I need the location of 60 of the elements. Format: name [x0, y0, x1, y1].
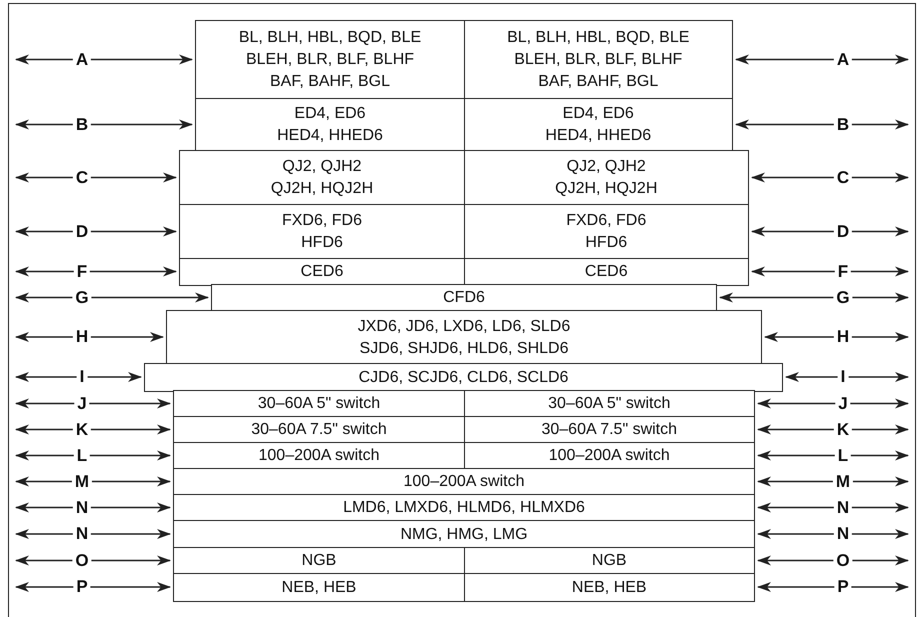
part-codes: 100–200A switch [548, 446, 670, 466]
part-codes: NGB [302, 551, 336, 571]
table-cell [179, 258, 465, 286]
part-codes: FXD6, FD6 HFD6 [280, 211, 363, 253]
table-cell [144, 363, 783, 392]
table-cell [211, 284, 717, 312]
table-cell [464, 204, 749, 260]
table-cell [464, 20, 733, 100]
part-codes: QJ2, QJH2 QJ2H, HQJ2H [554, 157, 658, 199]
part-codes: LMD6, LMXD6, HLMD6, HLMXD6 [343, 498, 585, 518]
table-cell [173, 390, 465, 418]
part-codes: CED6 [584, 262, 628, 282]
row-letter: J [835, 394, 851, 412]
part-codes: CFD6 [443, 288, 485, 308]
row-letter: G [72, 288, 92, 306]
part-codes: 30–60A 7.5" switch [251, 420, 387, 440]
table-cell [464, 98, 733, 152]
part-codes: NGB [592, 551, 627, 571]
table-cell [179, 150, 465, 206]
row-letter: C [834, 168, 852, 186]
table-cell [195, 98, 465, 152]
table-cell [173, 442, 465, 470]
table-cell [173, 468, 755, 496]
row-letter: C [72, 168, 92, 186]
row-letter: O [833, 552, 853, 570]
table-cell [464, 416, 755, 444]
part-codes: 30–60A 5" switch [258, 394, 380, 414]
table-cell [173, 416, 465, 444]
part-codes: ED4, ED6 HED4, HHED6 [544, 104, 652, 146]
part-codes: NMG, HMG, LMG [400, 524, 528, 544]
row-letter: J [74, 394, 90, 412]
table-cell [173, 520, 755, 549]
table-cell [464, 573, 755, 602]
part-codes: NEB, HEB [572, 578, 647, 598]
part-codes: ED4, ED6 HED4, HHED6 [276, 104, 384, 146]
table-cell [166, 310, 762, 365]
table-cell [464, 442, 755, 470]
part-codes: BL, BLH, HBL, BQD, BLE BLEH, BLR, BLF, BLHF BAF, BAHF, BGL [506, 28, 690, 92]
part-codes: QJ2, QJH2 QJ2H, HQJ2H [270, 157, 374, 199]
table-cell [464, 150, 749, 206]
row-letter: O [72, 552, 92, 570]
table-cell [195, 20, 465, 100]
table-cell [464, 390, 755, 418]
part-codes: CED6 [300, 262, 344, 282]
table-cell [173, 547, 465, 575]
table-cell [464, 258, 749, 286]
part-codes: NEB, HEB [282, 578, 356, 598]
part-codes: CJD6, SCJD6, CLD6, SCLD6 [358, 368, 568, 388]
table-cell [464, 547, 755, 575]
part-codes: 30–60A 5" switch [548, 394, 670, 414]
table-cell [173, 494, 755, 522]
part-codes: 100–200A switch [404, 472, 524, 492]
part-codes: JXD6, JD6, LXD6, LD6, SLD6 SJD6, SHJD6, HLD6, SHLD6 [356, 316, 572, 358]
row-letter: G [833, 288, 853, 306]
table-cell [179, 204, 465, 260]
part-codes: FXD6, FD6 HFD6 [565, 211, 648, 253]
part-codes: 100–200A switch [258, 446, 380, 466]
part-codes: 30–60A 7.5" switch [541, 420, 678, 440]
table-cell [173, 573, 465, 602]
part-codes: BL, BLH, HBL, BQD, BLE BLEH, BLR, BLF, BLHF BAF, BAHF, BGL [238, 28, 422, 92]
